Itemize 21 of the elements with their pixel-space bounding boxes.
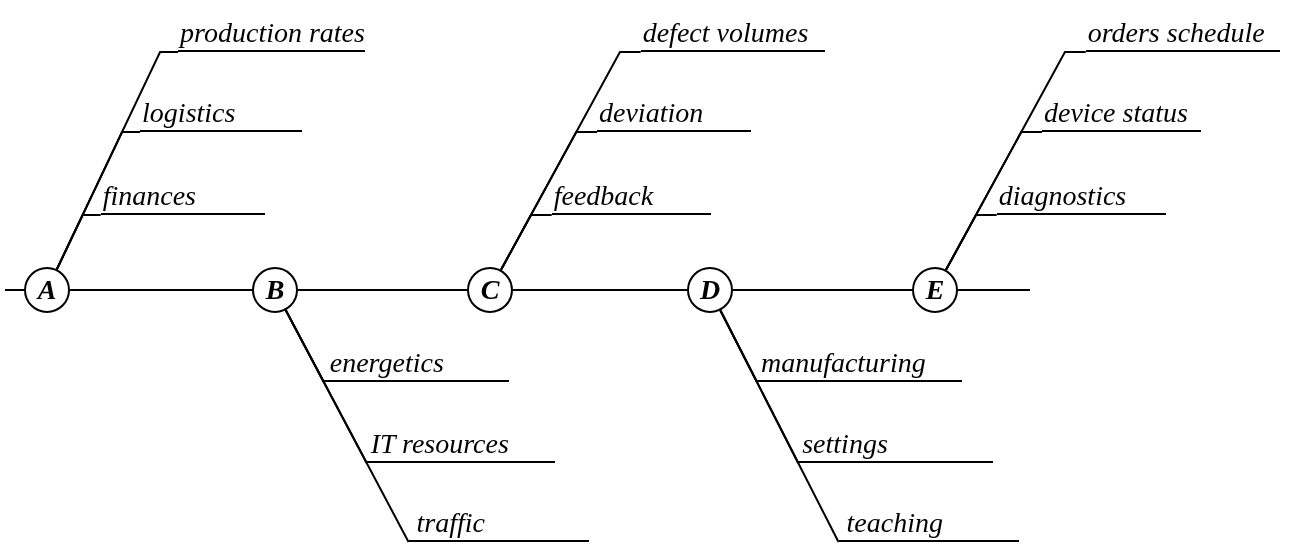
- category-label: diagnostics: [996, 179, 1166, 215]
- connector-line: [512, 289, 688, 291]
- category-label: finances: [100, 179, 265, 215]
- connector-line: [957, 289, 1031, 291]
- category-label: logistics: [140, 96, 303, 132]
- category-label: manufacturing: [756, 346, 962, 382]
- connector-line: [297, 289, 468, 291]
- category-label: production rates: [178, 16, 365, 52]
- connector-line: [4, 289, 25, 291]
- category-label: settings: [798, 427, 994, 463]
- connector-line: [69, 289, 253, 291]
- category-label: traffic: [408, 506, 589, 542]
- category-label: defect volumes: [640, 16, 825, 52]
- connector-line: [732, 289, 913, 291]
- category-label: energetics: [323, 346, 509, 382]
- category-label: orders schedule: [1085, 16, 1280, 52]
- category-label: teaching: [838, 506, 1019, 542]
- category-label: device status: [1042, 96, 1202, 132]
- category-label: IT resources: [366, 427, 555, 463]
- category-label: feedback: [551, 179, 711, 215]
- category-label: deviation: [597, 96, 752, 132]
